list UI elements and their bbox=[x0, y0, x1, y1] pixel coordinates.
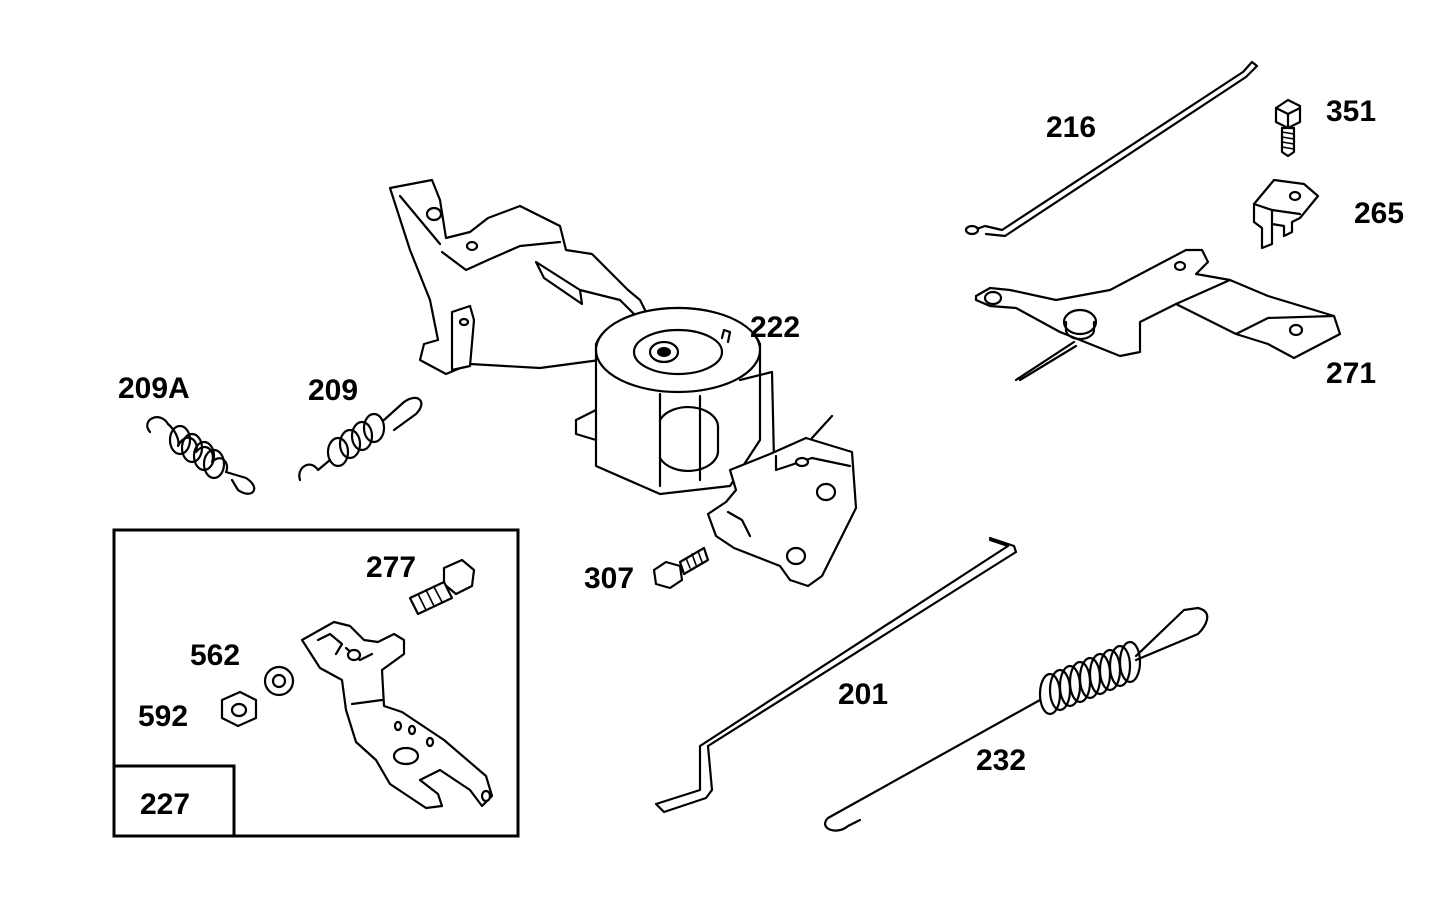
part-label-592: 592 bbox=[138, 700, 189, 733]
bolt-351 bbox=[1274, 98, 1302, 158]
governor-housing-222 bbox=[574, 306, 776, 496]
bolt-307 bbox=[652, 546, 710, 590]
part-label-307: 307 bbox=[584, 562, 635, 595]
bolt-277 bbox=[408, 558, 476, 616]
clip-265 bbox=[1252, 178, 1320, 250]
part-label-232: 232 bbox=[976, 744, 1027, 777]
part-label-209a: 209A bbox=[118, 372, 190, 405]
part-label-277: 277 bbox=[366, 551, 417, 584]
spring-209 bbox=[298, 396, 423, 482]
washer-562 bbox=[263, 665, 295, 697]
part-label-271: 271 bbox=[1326, 357, 1377, 390]
kit-227-frame bbox=[112, 528, 520, 838]
nut-592 bbox=[220, 690, 258, 728]
part-label-562: 562 bbox=[190, 639, 241, 672]
part-label-351: 351 bbox=[1326, 95, 1377, 128]
governor-bracket bbox=[388, 178, 652, 376]
part-label-209: 209 bbox=[308, 374, 359, 407]
part-label-265: 265 bbox=[1354, 197, 1405, 230]
bracket-271 bbox=[974, 248, 1342, 382]
governor-lever-plate bbox=[706, 414, 858, 588]
spring-209a bbox=[146, 416, 256, 495]
kit-lever-227 bbox=[300, 620, 494, 810]
part-label-222: 222 bbox=[750, 311, 801, 344]
spring-232 bbox=[824, 606, 1209, 832]
part-label-201: 201 bbox=[838, 678, 889, 711]
part-label-227: 227 bbox=[140, 788, 191, 821]
rod-201 bbox=[654, 536, 1018, 814]
part-label-216: 216 bbox=[1046, 111, 1097, 144]
rod-216 bbox=[964, 60, 1259, 238]
